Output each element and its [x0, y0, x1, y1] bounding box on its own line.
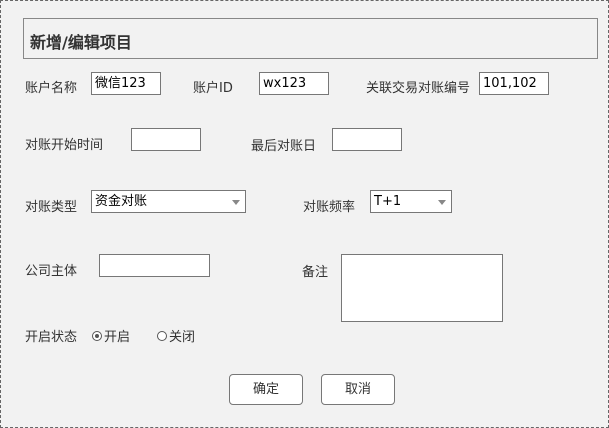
start-time-input[interactable] — [131, 128, 201, 151]
recon-freq-label: 对账频率 — [303, 200, 356, 215]
status-label: 开启状态 — [25, 330, 78, 345]
chevron-down-icon — [232, 200, 240, 205]
status-radio-off-label: 关闭 — [169, 330, 196, 345]
chevron-down-icon — [438, 200, 446, 205]
recon-freq-value: T+1 — [374, 194, 402, 209]
recon-type-value: 资金对账 — [95, 194, 148, 209]
recon-type-select[interactable]: 资金对账 — [91, 190, 246, 213]
linked-ids-label: 关联交易对账编号 — [366, 81, 471, 96]
remark-label: 备注 — [302, 265, 329, 280]
status-radio-on-label: 开启 — [104, 330, 131, 345]
remark-textarea[interactable] — [341, 254, 503, 322]
last-date-label: 最后对账日 — [251, 139, 317, 154]
status-radio-on[interactable]: 开启 — [92, 326, 130, 345]
account-name-label: 账户名称 — [25, 81, 78, 96]
account-id-label: 账户ID — [193, 81, 233, 96]
company-label: 公司主体 — [25, 264, 78, 279]
recon-freq-select[interactable]: T+1 — [370, 190, 452, 213]
last-date-input[interactable] — [332, 128, 402, 151]
status-radio-off[interactable]: 关闭 — [157, 326, 195, 345]
start-time-label: 对账开始时间 — [25, 138, 104, 153]
dialog-header: 新增/编辑项目 — [23, 18, 598, 59]
confirm-button[interactable]: 确定 — [229, 374, 303, 405]
radio-unchecked-icon — [157, 330, 167, 341]
cancel-button[interactable]: 取消 — [321, 374, 395, 405]
dialog-title: 新增/编辑项目 — [30, 33, 132, 52]
company-input[interactable] — [99, 254, 210, 277]
radio-checked-icon — [92, 330, 102, 341]
account-id-input[interactable]: wx123 — [259, 72, 329, 95]
account-name-input[interactable]: 微信123 — [91, 72, 161, 95]
recon-type-label: 对账类型 — [25, 200, 78, 215]
linked-ids-input[interactable]: 101,102 — [479, 72, 549, 95]
